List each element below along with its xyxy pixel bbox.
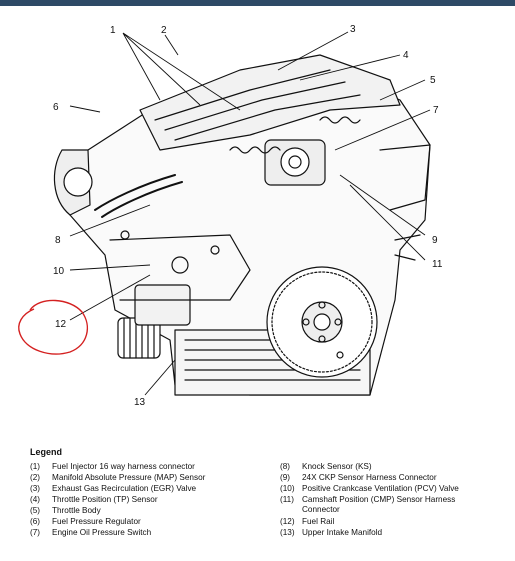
legend-item-5: (5)Throttle Body: [30, 506, 101, 515]
callout-11: 6: [53, 102, 59, 113]
callout-12: 1: [110, 25, 116, 36]
callout-5: 9: [432, 235, 438, 246]
legend-item-4: (4)Throttle Position (TP) Sensor: [30, 495, 158, 504]
callout-3: 5: [430, 75, 436, 86]
callout-7: 13: [134, 397, 146, 408]
legend-item-13: (13)Upper Intake Manifold: [280, 528, 383, 537]
legend-title: Legend: [30, 447, 63, 457]
callout-13: 2: [161, 25, 167, 36]
header-bar: [0, 0, 515, 6]
legend-item-1: (1)Fuel Injector 16 way harness connecto…: [30, 462, 195, 471]
highlight-circle: [18, 299, 89, 355]
legend-item-10: (10)Positive Crankcase Ventilation (PCV)…: [280, 484, 459, 493]
legend-item-2: (2)Manifold Absolute Pressure (MAP) Sens…: [30, 473, 206, 482]
callout-8: 12: [55, 319, 67, 330]
callout-6: 11: [432, 259, 443, 270]
legend-item-12: (12)Fuel Rail: [280, 517, 335, 526]
oil-filter: [117, 284, 191, 359]
flywheel: [266, 266, 378, 378]
callout-9: 10: [53, 266, 65, 277]
legend-item-3: (3)Exhaust Gas Recirculation (EGR) Valve: [30, 484, 197, 493]
callout-4: 7: [433, 105, 439, 116]
legend-item-8: (8)Knock Sensor (KS): [280, 462, 372, 471]
intake-manifold: [139, 54, 401, 151]
legend-item-9: (9)24X CKP Sensor Harness Connector: [280, 473, 437, 482]
legend-item-11: (11)Camshaft Position (CMP) Sensor Harne…: [280, 495, 456, 514]
engine-diagram: 1 2 3 4 5 6 7 8 9 10 11 12 13: [18, 24, 443, 408]
callout-10: 8: [55, 235, 61, 246]
legend-item-7: (7)Engine Oil Pressure Switch: [30, 528, 152, 537]
callout-1: 3: [350, 24, 356, 35]
legend-item-6: (6)Fuel Pressure Regulator: [30, 517, 141, 526]
callout-2: 4: [403, 50, 409, 61]
